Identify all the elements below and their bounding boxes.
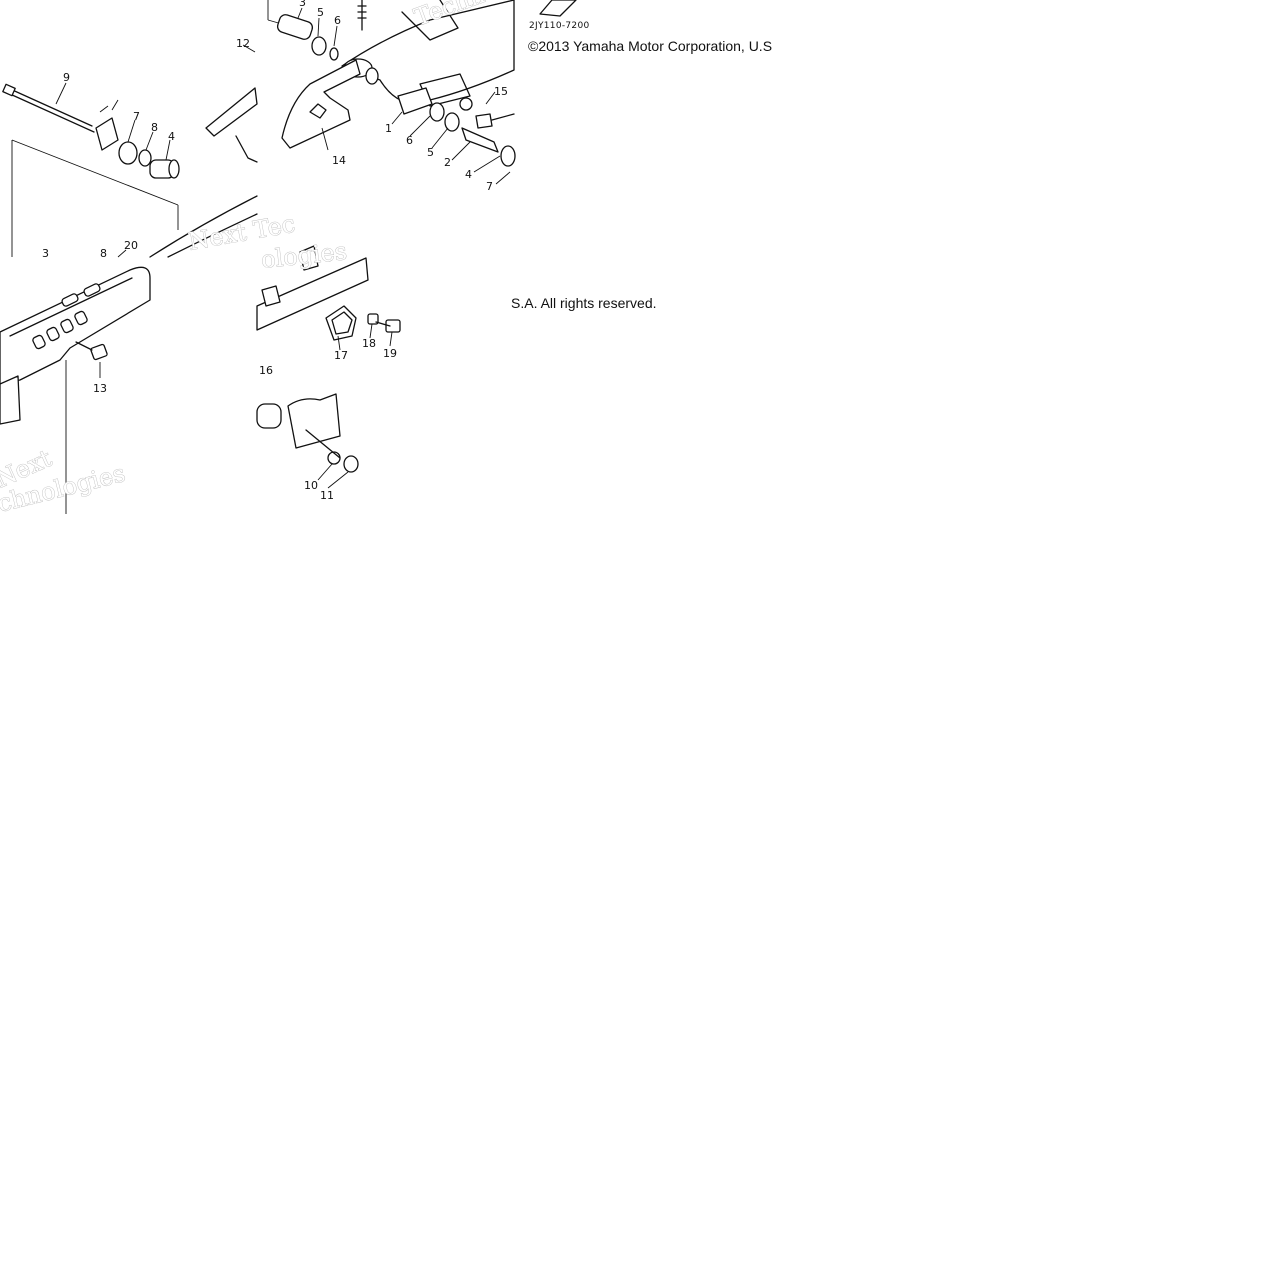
callout-2: 2 — [444, 156, 451, 169]
swingarm-slots — [32, 283, 101, 350]
callout-19: 19 — [383, 347, 397, 360]
tile-swingarm-pivot-right: 3 5 6 14 1 6 5 2 4 7 15 Technol — [267, 0, 516, 193]
watermark-ologies: ologies — [260, 237, 349, 274]
callout-7b: 7 — [486, 180, 493, 193]
callout-3b: 3 — [299, 0, 306, 9]
callout-8b: 8 — [100, 247, 107, 260]
bushing-set-right — [397, 87, 516, 167]
chain-guide-12 — [205, 87, 258, 137]
nut-set-10-11 — [256, 393, 359, 473]
callout-6a: 6 — [334, 14, 341, 27]
chain-slider-14 — [281, 59, 361, 149]
tile-copyright-continued: S.A. All rights reserved. — [511, 295, 657, 311]
copyright-line-2: S.A. All rights reserved. — [511, 295, 657, 311]
callout-4b: 4 — [465, 168, 472, 181]
callout-13: 13 — [93, 382, 107, 395]
callout-12: 12 — [236, 37, 250, 50]
callout-9: 9 — [63, 71, 70, 84]
collar-3 — [276, 14, 314, 40]
callout-11: 11 — [320, 489, 334, 502]
bolt-13 — [75, 341, 108, 361]
copyright-line-1: ©2013 Yamaha Motor Corporation, U.S — [528, 38, 772, 54]
pivot-shaft-9 — [7, 87, 93, 127]
callout-5a: 5 — [317, 6, 324, 19]
bolts-18-19 — [367, 313, 401, 333]
tile-swingarm-rear: 13 Next chnologies — [0, 266, 151, 518]
callout-4a: 4 — [168, 130, 175, 143]
callout-7a: 7 — [133, 110, 140, 123]
callout-8a: 8 — [151, 121, 158, 134]
callout-3a: 3 — [42, 247, 49, 260]
callout-14: 14 — [332, 154, 346, 167]
callout-16: 16 — [259, 364, 273, 377]
callout-6b: 6 — [406, 134, 413, 147]
front-arrow-icon — [539, 0, 577, 17]
tile-swingarm-pivot-left: 9 7 8 4 12 20 3 8 Next Tec — [2, 37, 298, 260]
swingarm-3 — [0, 266, 151, 385]
tile-front-arrow-and-copyright: 2JY110-7200 ©2013 Yamaha Motor Corporati… — [528, 0, 772, 54]
part-number-label: 2JY110-7200 — [529, 21, 590, 31]
callout-5b: 5 — [427, 146, 434, 159]
callout-18: 18 — [362, 337, 376, 350]
callout-15: 15 — [494, 85, 508, 98]
tile-rear-arm-end: 17 18 19 16 10 11 ologies — [256, 237, 401, 502]
callout-17: 17 — [334, 349, 348, 362]
callout-20: 20 — [124, 239, 138, 252]
callout-1: 1 — [385, 122, 392, 135]
callout-10: 10 — [304, 479, 318, 492]
